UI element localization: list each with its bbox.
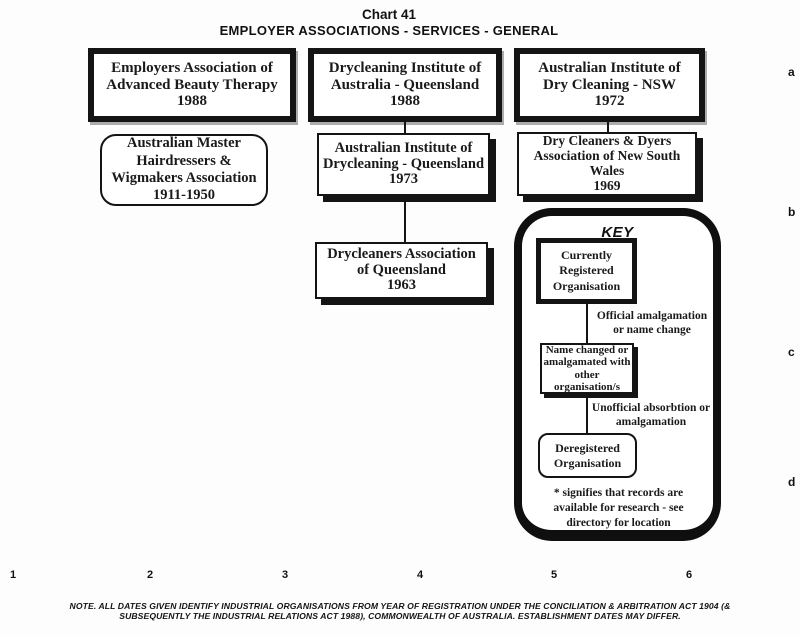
org-box-drycleaners-assoc-qld-1963: Drycleaners Association of Queensland 19…: [315, 242, 488, 299]
grid-column-label-5: 5: [551, 569, 558, 581]
org-box-dry-cleaners-dyers-nsw-1969: Dry Cleaners & Dyers Association of New …: [517, 132, 697, 196]
key-name-changed-box: Name changed or amalgamated with other o…: [540, 343, 634, 394]
org-box-drycleaning-institute-qld-1988: Drycleaning Institute of Australia - Que…: [308, 48, 502, 122]
grid-row-label-d: d: [788, 475, 796, 489]
key-connector-official: [586, 302, 588, 348]
key-deregistered-organisation-box: Deregistered Organisation: [538, 433, 637, 478]
grid-column-label-3: 3: [282, 569, 289, 581]
connector-line-qld-1973-1963: [404, 196, 406, 244]
connector-line-qld-1988-1973: [404, 116, 406, 138]
connector-line-nsw-1972-1969: [607, 116, 609, 136]
grid-column-label-1: 1: [10, 569, 17, 581]
key-title: KEY: [601, 224, 634, 241]
registration-note: NOTE. ALL DATES GIVEN IDENTIFY INDUSTRIA…: [69, 601, 731, 621]
key-connector-unofficial: [586, 392, 588, 437]
key-panel: KEY Currently Registered Organisation Of…: [514, 208, 721, 541]
key-registered-organisation-box: Currently Registered Organisation: [536, 238, 637, 304]
key-official-amalgamation-label: Official amalgamation or name change: [596, 310, 708, 336]
chart-number: Chart 41: [361, 7, 417, 22]
org-box-beauty-therapy-1988: Employers Association of Advanced Beauty…: [88, 48, 296, 122]
grid-row-label-b: b: [788, 205, 796, 219]
org-box-institute-drycleaning-qld-1973: Australian Institute of Drycleaning - Qu…: [317, 133, 490, 196]
key-unofficial-absorbtion-label: Unofficial absorbtion or amalgamation: [591, 402, 711, 428]
grid-column-label-4: 4: [417, 569, 424, 581]
grid-row-label-a: a: [788, 65, 795, 79]
org-box-hairdressers-wigmakers-1911-1950: Australian Master Hairdressers & Wigmake…: [100, 134, 268, 206]
key-footnote: * signifies that records are available f…: [553, 487, 684, 529]
grid-column-label-2: 2: [147, 569, 154, 581]
org-box-institute-dry-cleaning-nsw-1972: Australian Institute of Dry Cleaning - N…: [514, 48, 705, 122]
chart-title: EMPLOYER ASSOCIATIONS - SERVICES - GENER…: [219, 23, 559, 38]
grid-row-label-c: c: [788, 345, 795, 359]
grid-column-label-6: 6: [686, 569, 693, 581]
